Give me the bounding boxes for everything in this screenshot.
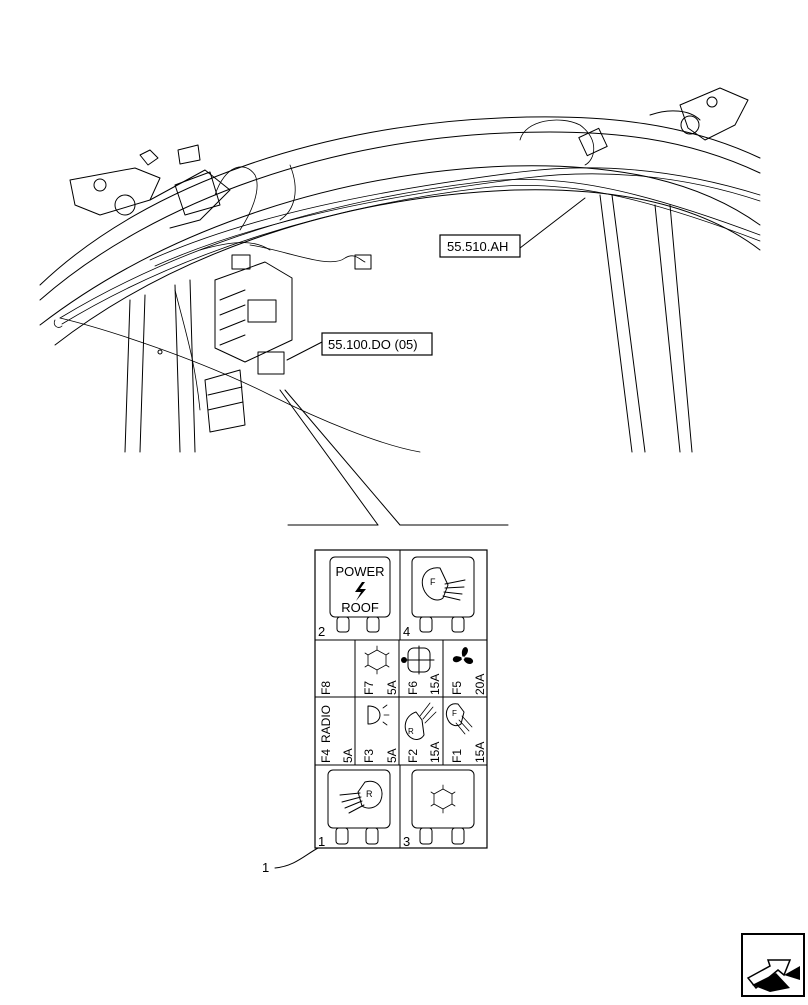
- fuse-f8: F8: [319, 681, 333, 695]
- wiper-icon: [401, 645, 435, 675]
- fuse-f6-rating: 15A: [428, 674, 442, 695]
- fuse-f1-badge: F: [452, 709, 457, 718]
- item-1-number: 1: [262, 860, 269, 875]
- snowflake-icon: [364, 645, 390, 675]
- fuse-f2-rating: 15A: [428, 742, 442, 763]
- harness-callout: 55.510.AH: [439, 197, 586, 258]
- fuse-f7-id: F7: [362, 681, 376, 695]
- rear-work-light-icon: R: [404, 702, 437, 740]
- item-1-callout: 1: [262, 847, 319, 875]
- fusebox-reference-label: 55.100.DO (05): [328, 337, 418, 352]
- front-work-light-icon: F: [421, 567, 466, 601]
- fuse-relay-panel: POWER ROOF 2 F 4 F8: [314, 549, 488, 849]
- fuse-f5-rating: 20A: [473, 674, 487, 695]
- fuse-f3-id: F3: [362, 749, 376, 763]
- front-work-light-icon: F: [445, 703, 473, 735]
- snowflake-icon: [430, 784, 456, 814]
- navigation-arrow-icon[interactable]: [741, 933, 805, 997]
- harness-reference-label: 55.510.AH: [447, 239, 508, 254]
- fuse-f1-id: F1: [450, 749, 464, 763]
- fuse-f1: F F1 15A: [445, 703, 487, 763]
- rear-work-light-icon: R: [339, 780, 383, 814]
- fuse-f7-rating: 5A: [385, 680, 399, 695]
- detail-leader: [279, 389, 509, 526]
- fuse-f4-rating: 5A: [341, 748, 355, 763]
- fuse-f4-id: F4: [319, 749, 333, 763]
- fuse-f2-id: F2: [406, 749, 420, 763]
- fuse-f2-badge: R: [408, 727, 414, 736]
- fuse-box-module: [204, 254, 293, 433]
- fuse-f4: F4 RADIO 5A: [319, 705, 355, 763]
- fuse-f5-id: F5: [450, 681, 464, 695]
- interior-light-icon: [367, 704, 390, 726]
- fuse-f3: F3 5A: [362, 704, 399, 763]
- fuse-f2: R F2 15A: [404, 702, 442, 763]
- fuse-f7: F7 5A: [362, 645, 399, 695]
- lightning-icon: [355, 582, 366, 601]
- relay-2-line2: ROOF: [341, 600, 379, 615]
- relay-2-power-roof: POWER ROOF 2: [318, 556, 391, 639]
- fusebox-callout: 55.100.DO (05): [286, 332, 433, 361]
- fuse-f1-rating: 15A: [473, 742, 487, 763]
- cab-roof-illustration: [39, 87, 761, 453]
- relay-2-line1: POWER: [335, 564, 384, 579]
- fuse-f5: F5 20A: [450, 647, 487, 695]
- relay-3-air-conditioning: 3: [403, 769, 475, 849]
- relay-4-front-work-light: F 4: [403, 556, 475, 639]
- relay-4-number: 4: [403, 624, 410, 639]
- fuse-f4-label: RADIO: [319, 705, 333, 743]
- fan-icon: [452, 647, 474, 664]
- fuse-f3-rating: 5A: [385, 748, 399, 763]
- fuse-f8-id: F8: [319, 681, 333, 695]
- relay-4-badge: F: [430, 577, 436, 587]
- relay-3-number: 3: [403, 834, 410, 849]
- fuse-f6-id: F6: [406, 681, 420, 695]
- relay-2-number: 2: [318, 624, 325, 639]
- relay-1-badge: R: [366, 789, 373, 799]
- fuse-f6: F6 15A: [401, 645, 442, 695]
- relay-1-rear-work-light: R 1: [318, 769, 391, 849]
- relay-1-number: 1: [318, 834, 325, 849]
